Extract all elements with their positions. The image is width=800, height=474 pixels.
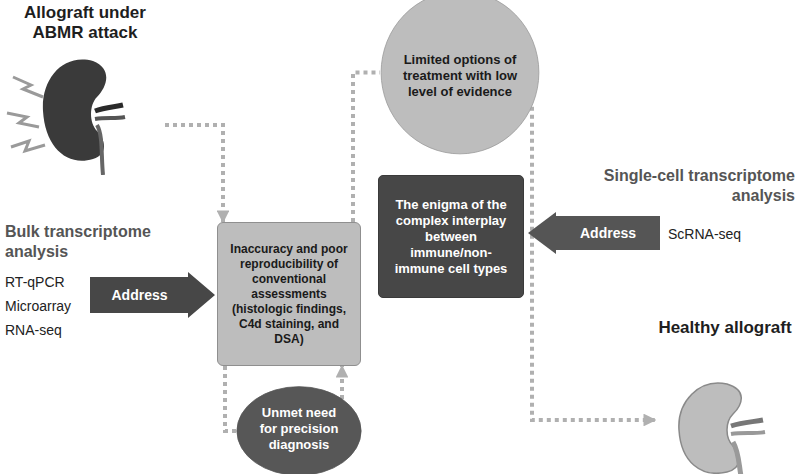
dotted-connector bbox=[225, 366, 236, 431]
text-holder: Address bbox=[90, 272, 215, 318]
method-heading: Bulk transcriptome analysis bbox=[5, 222, 210, 262]
text-holder: Healthy allograft bbox=[655, 318, 795, 366]
dotted-connector bbox=[340, 366, 344, 399]
need-circle: Unmet need for precision diagnosis bbox=[236, 386, 362, 474]
node-text: Allograft under ABMR attack bbox=[5, 3, 165, 43]
text-holder: Inaccuracy and poor reproducibility of c… bbox=[218, 223, 360, 365]
enigma-box: The enigma of the complex interplay betw… bbox=[378, 175, 524, 298]
process-box: Inaccuracy and poor reproducibility of c… bbox=[217, 222, 361, 366]
dotted-connector bbox=[532, 107, 655, 420]
treatment-circle: Limited options of treatment with low le… bbox=[380, 0, 540, 155]
text-holder: Limited options of treatment with low le… bbox=[380, 0, 540, 155]
method-item: RNA-seq bbox=[5, 322, 85, 338]
node-text: Unmet need for precision diagnosis bbox=[252, 405, 346, 453]
node-text: Address bbox=[111, 287, 167, 303]
dotted-connector bbox=[353, 73, 380, 223]
method-heading: Single-cell transcriptome analysis bbox=[575, 166, 795, 206]
node-text: Address bbox=[580, 225, 636, 241]
address-arrow: Address bbox=[90, 272, 215, 318]
address-arrow: Address bbox=[528, 212, 660, 254]
node-text: Limited options of treatment with low le… bbox=[402, 52, 518, 100]
kidney-illustration bbox=[5, 55, 155, 175]
dotted-connector bbox=[165, 125, 223, 222]
method-item: ScRNA-seq bbox=[668, 226, 778, 242]
text-holder: Address bbox=[528, 212, 660, 254]
text-holder: Allograft under ABMR attack bbox=[5, 3, 165, 51]
text-holder: The enigma of the complex interplay betw… bbox=[379, 176, 523, 297]
method-item: Microarray bbox=[5, 298, 85, 314]
node-text: The enigma of the complex interplay betw… bbox=[388, 197, 514, 277]
node-text: Healthy allograft bbox=[658, 318, 791, 338]
kidney-node: Healthy allograft bbox=[655, 318, 795, 474]
text-holder: Unmet need for precision diagnosis bbox=[236, 386, 362, 474]
method-item: RT-qPCR bbox=[5, 274, 85, 290]
kidney-illustration bbox=[655, 376, 795, 474]
kidney-node: Allograft under ABMR attack bbox=[5, 3, 165, 171]
node-text: Inaccuracy and poor reproducibility of c… bbox=[225, 242, 353, 347]
